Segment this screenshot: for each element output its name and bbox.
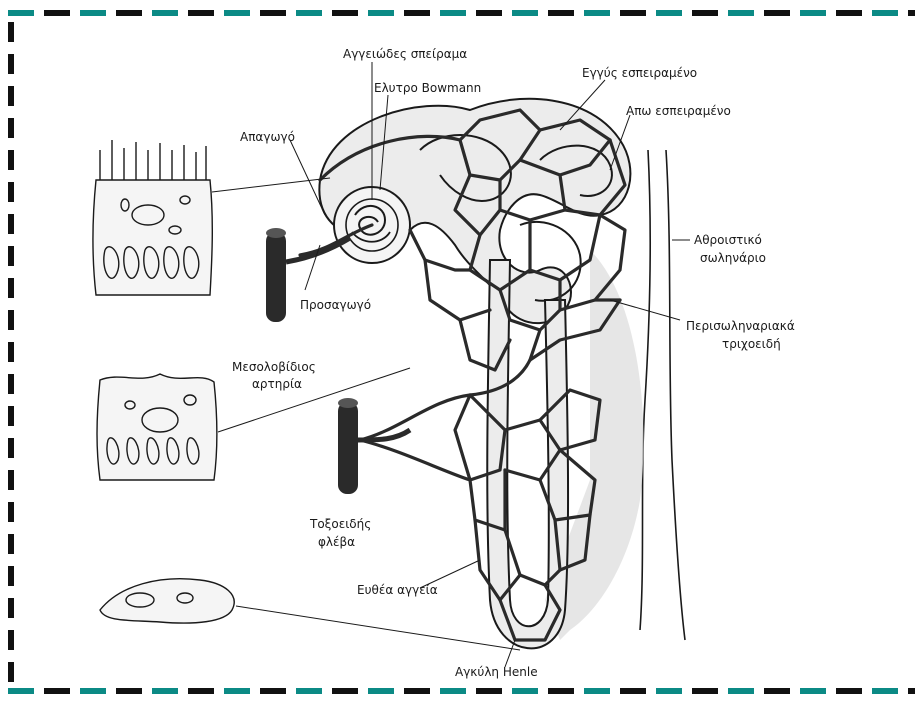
frame-dash <box>44 10 70 16</box>
frame-dash <box>8 470 14 490</box>
frame-dash <box>8 598 14 618</box>
label-distal-convoluted: Απω εσπειραμένο <box>626 104 731 118</box>
frame-dash <box>800 10 826 16</box>
frame-dash <box>8 662 14 682</box>
frame-dash <box>80 10 106 16</box>
frame-dash <box>8 630 14 650</box>
frame-dash <box>8 278 14 298</box>
frame-dash <box>404 10 430 16</box>
frame-dash <box>116 688 142 694</box>
frame-dash <box>260 10 286 16</box>
frame-dash <box>8 214 14 234</box>
frame-dash <box>476 688 502 694</box>
frame-dash <box>8 502 14 522</box>
label-glomerulus: Αγγειώδες σπείραμα <box>343 47 467 61</box>
frame-dash <box>296 10 322 16</box>
frame-dash <box>224 10 250 16</box>
frame-dash <box>8 342 14 362</box>
frame-dash <box>836 688 862 694</box>
thin-limb-cell-illustration <box>100 579 234 623</box>
label-collecting-duct-2: σωληνάριο <box>700 251 766 265</box>
frame-dash <box>656 688 682 694</box>
frame-dash <box>872 10 898 16</box>
frame-dash <box>764 688 790 694</box>
frame-dash <box>620 10 646 16</box>
label-proximal-convoluted: Εγγύς εσπειραμένο <box>582 66 697 80</box>
frame-dash <box>908 10 915 16</box>
frame-dash <box>584 688 610 694</box>
label-arcuate-vein-1: Τοξοειδής <box>309 517 371 531</box>
frame-dash <box>368 10 394 16</box>
label-interlobular-2: αρτηρία <box>252 377 302 391</box>
frame-dash <box>8 374 14 394</box>
frame-dash <box>548 10 574 16</box>
frame-dash <box>368 688 394 694</box>
frame-dash <box>188 688 214 694</box>
frame-dash <box>8 118 14 138</box>
frame-dash <box>476 10 502 16</box>
frame-dash <box>512 10 538 16</box>
label-afferent-arteriole: Προσαγωγό <box>300 298 371 312</box>
distal-cell-illustration <box>97 374 217 480</box>
label-efferent-arteriole: Απαγωγό <box>240 130 295 144</box>
frame-dash <box>8 22 14 42</box>
arcuate-vein <box>338 398 410 494</box>
frame-dash <box>692 688 718 694</box>
proximal-cell-illustration <box>93 140 212 295</box>
frame-dash <box>8 310 14 330</box>
frame-dash <box>8 54 14 74</box>
frame-dash <box>800 688 826 694</box>
label-loop-of-henle: Αγκύλη Henle <box>455 665 538 679</box>
frame-dash <box>152 10 178 16</box>
frame-dash <box>8 566 14 586</box>
frame-dash <box>8 246 14 266</box>
frame-dash <box>80 688 106 694</box>
frame-dash <box>8 182 14 202</box>
frame-dash <box>836 10 862 16</box>
frame-dash <box>8 438 14 458</box>
frame-dash <box>764 10 790 16</box>
label-bowman-capsule: Ελυτρο Bowmann <box>374 81 481 95</box>
frame-dash <box>8 150 14 170</box>
frame-dash <box>908 688 915 694</box>
frame-dash <box>296 688 322 694</box>
frame-left-dashes <box>8 22 14 682</box>
frame-dash <box>332 688 358 694</box>
frame-dash <box>8 406 14 426</box>
frame-dash <box>116 10 142 16</box>
frame-dash <box>224 688 250 694</box>
label-peritubular-2: τριχοειδή <box>722 337 781 351</box>
frame-dash <box>440 10 466 16</box>
frame-dash <box>332 10 358 16</box>
frame-bottom-dashes <box>8 688 915 694</box>
frame-dash <box>620 688 646 694</box>
frame-dash <box>188 10 214 16</box>
frame-dash <box>8 688 34 694</box>
frame-dash <box>872 688 898 694</box>
collecting-duct <box>640 150 685 640</box>
frame-dash <box>584 10 610 16</box>
frame-dash <box>8 534 14 554</box>
frame-dash <box>548 688 574 694</box>
frame-dash <box>512 688 538 694</box>
frame-dash <box>728 10 754 16</box>
frame-dash <box>8 86 14 106</box>
frame-dash <box>692 10 718 16</box>
label-vasa-recta: Ευθέα αγγεία <box>357 583 438 597</box>
frame-dash <box>8 10 34 16</box>
label-interlobular-1: Μεσολοβίδιος <box>232 360 316 374</box>
frame-dash <box>152 688 178 694</box>
frame-dash <box>656 10 682 16</box>
frame-dash <box>404 688 430 694</box>
frame-dash <box>44 688 70 694</box>
frame-dash <box>440 688 466 694</box>
frame-dash <box>728 688 754 694</box>
frame-dash <box>260 688 286 694</box>
label-peritubular-1: Περισωληναριακά <box>686 319 795 333</box>
label-arcuate-vein-2: φλέβα <box>318 535 355 549</box>
label-collecting-duct-1: Αθροιστικό <box>694 233 762 247</box>
frame-top-dashes <box>8 10 915 16</box>
